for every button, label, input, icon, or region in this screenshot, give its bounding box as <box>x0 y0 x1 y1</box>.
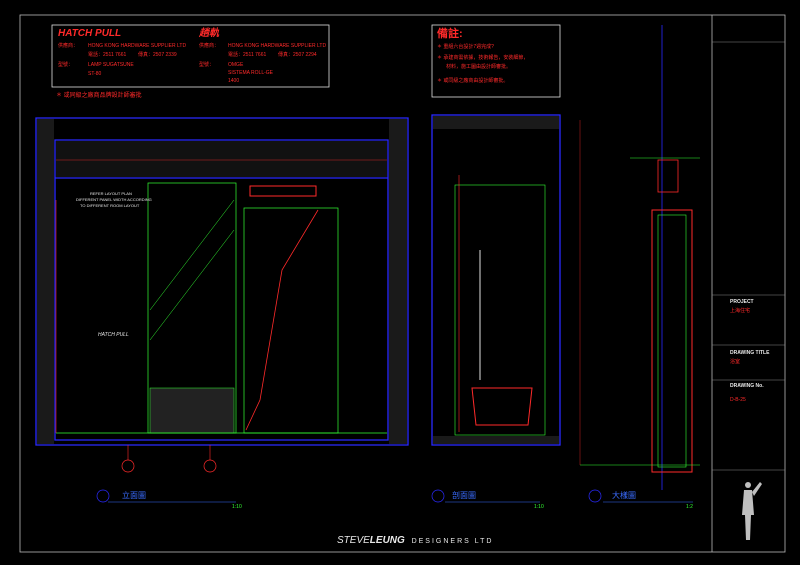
section-floor <box>433 436 559 444</box>
notes-line-2: ＊ 承建商需依據，技術報告，安裝細節， <box>437 55 529 61</box>
refer-note-3: TO DIFFERENT ROOM LAYOUT <box>80 203 140 208</box>
spec-box-frame <box>51 24 330 88</box>
detail-roller <box>657 159 679 193</box>
title-block-project-name: 上海住宅 <box>730 308 751 314</box>
spec-right-supplier-label: 供應商： <box>199 43 220 49</box>
section-interior <box>454 184 546 436</box>
brand-figure-logo <box>742 482 762 540</box>
spec-left-model-2: ST-80 <box>88 71 102 77</box>
spec-right-model-2: SISTEMA ROLL-GE <box>228 70 274 76</box>
spec-left-fax: 傳真：2507 2339 <box>138 52 177 58</box>
detail-rail <box>651 209 693 473</box>
sheet-border <box>19 14 786 553</box>
door-panel-right <box>243 207 339 434</box>
spec-right-phone: 電話：2511 7661 <box>228 52 267 58</box>
section-frame <box>431 114 561 446</box>
spec-left-model-label: 型號： <box>58 62 74 68</box>
spec-right-model-label: 型號： <box>199 62 215 68</box>
title-block-project-head: PROJECT <box>730 299 754 305</box>
spec-left-model-1: LAMP SUGATSUNE <box>88 62 134 68</box>
refer-note-2: DIFFERENT PANEL WIDTH ACCORDING <box>76 197 152 202</box>
spec-left-supplier-label: 供應商： <box>58 43 79 49</box>
brand-name-b: LEUNG <box>369 535 405 546</box>
spec-right-supplier: HONG KONG HARDWARE SUPPLIER LTD <box>228 43 327 49</box>
section-view <box>431 114 561 503</box>
detail-view-label: 大樣圖 <box>612 491 636 500</box>
grid-marker-detail <box>588 489 602 503</box>
bathtub <box>471 387 533 426</box>
notes-line-3: 材料，施工圖由設計師審批。 <box>446 64 512 70</box>
title-block-drawing-no: D-B-25 <box>730 397 746 403</box>
curtain-line <box>245 209 319 431</box>
title-block-drawing-no-head: DRAWING No. <box>730 383 764 389</box>
right-wall-block <box>389 119 407 444</box>
elevation-view-scale: 1:10 <box>232 504 242 510</box>
elevation-view-label: 立面圖 <box>122 491 146 500</box>
glass-diagonal-2 <box>149 229 235 341</box>
left-note: ＊ 或同級之廠商品牌設計師審批 <box>56 93 142 99</box>
section-view-label: 剖面圖 <box>452 491 476 500</box>
brand-wordmark: STEVELEUNG DESIGNERS LTD <box>337 536 493 546</box>
hatch-pull-annotation: HATCH PULL <box>98 332 129 338</box>
grid-marker-b <box>203 459 217 473</box>
notes-line-4: ＊ 或同級之廠商由設計師審批。 <box>437 78 509 84</box>
notes-title: 備註: <box>437 28 463 40</box>
spec-left-phone: 電話：2511 7661 <box>88 52 127 58</box>
detail-view-scale: 1:2 <box>686 504 693 510</box>
elevation-view <box>35 117 409 473</box>
title-block-drawing-title: 浴室 <box>730 359 741 365</box>
spec-left-title: HATCH PULL <box>58 28 122 39</box>
detail-view <box>579 25 700 503</box>
ceiling-recess <box>56 141 387 177</box>
title-block-drawing-title-head: DRAWING TITLE <box>730 350 770 356</box>
bath-base <box>149 387 235 434</box>
notes-line-1: ＊ 重組六台設計7週完成? <box>437 44 494 50</box>
elevation-wall-outline <box>35 117 409 446</box>
spec-right-title: 趟軌 <box>199 28 219 39</box>
grid-marker-section <box>431 489 445 503</box>
left-wall-block <box>37 119 54 444</box>
refer-note-1: REFER LAYOUT PLAN <box>90 191 132 196</box>
brand-name-a: STEVE <box>337 535 370 546</box>
glass-diagonal-1 <box>149 199 235 311</box>
section-ceiling <box>433 116 559 129</box>
header-light <box>249 185 317 197</box>
spec-right-model-1: OMGE <box>228 62 244 68</box>
spec-right-model-3: 1400 <box>228 78 240 84</box>
spec-right-fax: 傳真：2507 2294 <box>278 52 317 58</box>
brand-suffix: DESIGNERS LTD <box>411 538 494 545</box>
detail-rail-inner <box>657 214 687 468</box>
grid-marker-a <box>121 459 135 473</box>
spec-left-supplier: HONG KONG HARDWARE SUPPLIER LTD <box>88 43 187 49</box>
notes-box-frame <box>431 24 561 98</box>
section-view-scale: 1:10 <box>534 504 544 510</box>
elevation-title-marker <box>96 489 110 503</box>
